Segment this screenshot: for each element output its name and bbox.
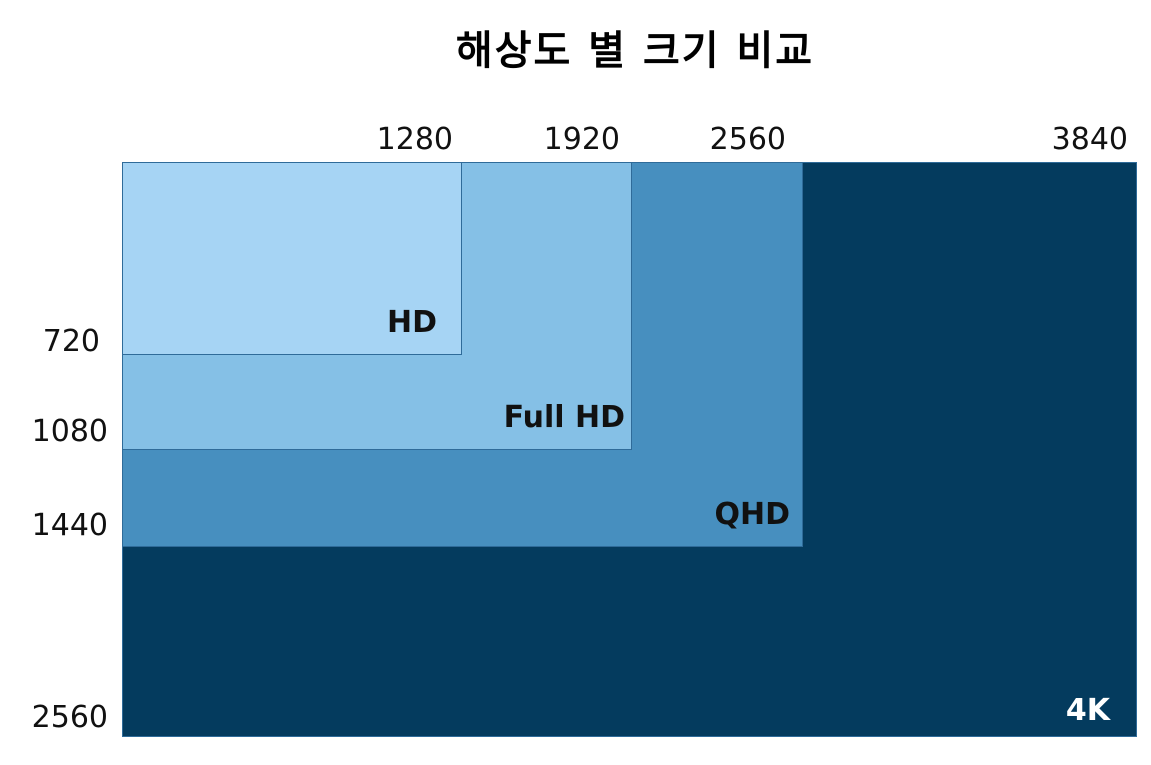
width-label-2560: 2560 bbox=[709, 122, 786, 157]
label-4k: 4K bbox=[1065, 693, 1110, 728]
height-label-2560: 2560 bbox=[31, 700, 108, 735]
label-full-hd: Full HD bbox=[503, 400, 625, 435]
width-label-1920: 1920 bbox=[543, 122, 620, 157]
label-qhd: QHD bbox=[714, 497, 790, 532]
width-label-1280: 1280 bbox=[376, 122, 453, 157]
label-hd: HD bbox=[386, 305, 437, 340]
box-hd: HD bbox=[122, 162, 462, 355]
width-label-3840: 3840 bbox=[1051, 122, 1128, 157]
diagram-title: 해상도 별 크기 비교 bbox=[455, 28, 815, 74]
height-label-1080: 1080 bbox=[31, 414, 108, 449]
height-label-1440: 1440 bbox=[31, 508, 108, 543]
height-label-720: 720 bbox=[42, 324, 100, 359]
